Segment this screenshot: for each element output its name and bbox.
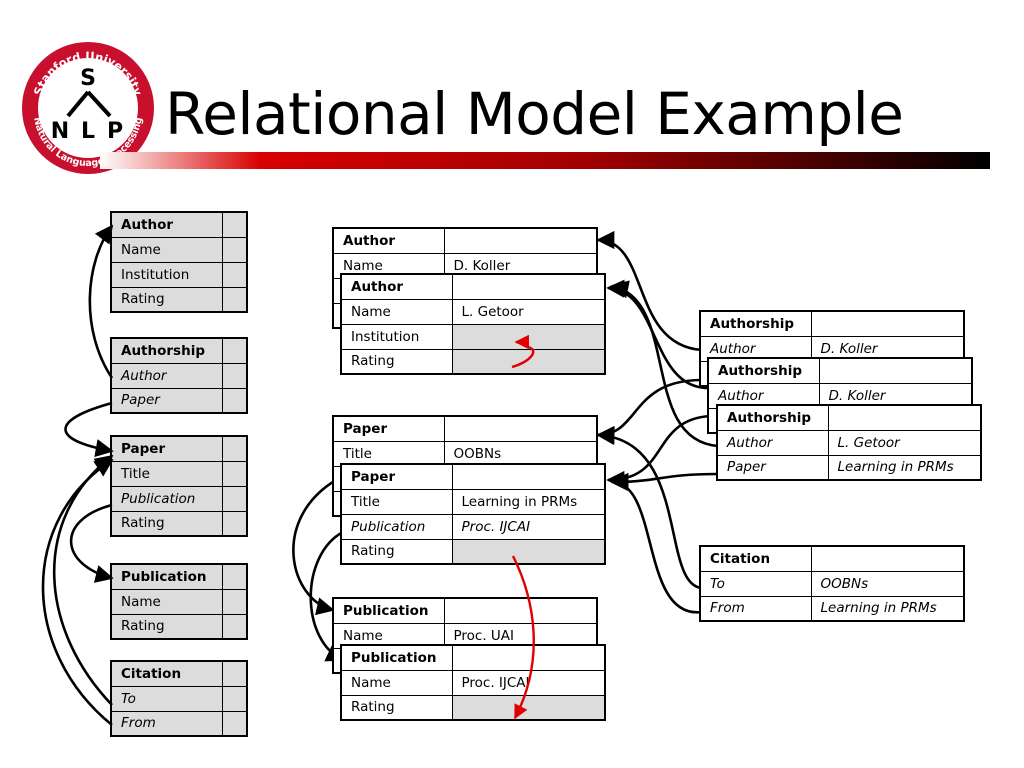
paper2-publication-key: Publication xyxy=(340,513,453,540)
author2-header: Author xyxy=(340,273,453,300)
paper2-publication-value: Proc. IJCAI xyxy=(451,513,606,540)
citation-to-key: To xyxy=(699,570,812,597)
citation-header: Citation xyxy=(699,545,812,572)
schema-author-rating: Rating xyxy=(110,286,223,313)
schema-author-header: Author xyxy=(110,211,223,238)
schema-link-paper xyxy=(64,401,114,458)
authorship3-author-key: Author xyxy=(716,429,829,456)
slide-title: Relational Model Example xyxy=(165,80,904,148)
paper2-rating-key: Rating xyxy=(340,538,453,565)
schema-publication-header: Publication xyxy=(110,563,223,590)
paper1-title-key: Title xyxy=(332,440,445,467)
schema-citation-from: From xyxy=(110,710,223,737)
schema-paper-title: Title xyxy=(110,460,223,487)
authorship1-header: Authorship xyxy=(699,310,812,337)
authorship3-author-value: L. Getoor xyxy=(827,429,982,456)
schema-author-institution: Institution xyxy=(110,261,223,288)
schema-publication-name: Name xyxy=(110,588,223,615)
schema-paper-table: Paper Title Publication Rating xyxy=(110,435,248,537)
citation-from-key: From xyxy=(699,595,812,622)
schema-link-publication xyxy=(69,503,114,583)
link-paper1-publication xyxy=(292,478,337,616)
logo-l: L xyxy=(81,119,95,144)
dependency-paper-publication xyxy=(511,555,535,720)
schema-link-citation-from xyxy=(41,458,114,727)
authorship3-paper-value: Learning in PRMs xyxy=(827,454,982,481)
schema-paper-header: Paper xyxy=(110,435,223,462)
pub2-header: Publication xyxy=(340,644,453,671)
schema-citation-table: Citation To From xyxy=(110,660,248,737)
author2-rating-key: Rating xyxy=(340,348,453,375)
authorship3-paper-key: Paper xyxy=(716,454,829,481)
pub2-rating-value xyxy=(451,694,606,721)
logo-s: S xyxy=(80,66,96,91)
authorship3-header: Authorship xyxy=(716,404,829,431)
schema-authorship-paper: Paper xyxy=(110,387,223,414)
pub2-rating-key: Rating xyxy=(340,694,453,721)
link-authorship3-author xyxy=(610,280,719,448)
schema-paper-rating: Rating xyxy=(110,510,223,537)
schema-authorship-table: Authorship Author Paper xyxy=(110,337,248,414)
title-bar xyxy=(100,152,990,169)
pub1-header: Publication xyxy=(332,597,445,624)
link-citation-from xyxy=(610,472,703,614)
logo-p: P xyxy=(107,119,123,144)
link-paper2-publication xyxy=(309,530,345,662)
stanford-nlp-logo: Stanford University Natural Language Pro… xyxy=(22,42,154,174)
schema-link-author xyxy=(88,224,114,379)
schema-author-table: Author Name Institution Rating xyxy=(110,211,248,313)
citation-from-value: Learning in PRMs xyxy=(810,595,965,622)
paper2-rating-value xyxy=(451,538,606,565)
schema-publication-rating: Rating xyxy=(110,613,223,640)
dependency-author-rating xyxy=(511,334,535,369)
link-authorship1-author xyxy=(596,230,703,352)
author1-header: Author xyxy=(332,227,445,254)
paper2-title-key: Title xyxy=(340,488,453,515)
author2-rating-value xyxy=(451,348,606,375)
link-citation-to xyxy=(596,426,703,590)
schema-authorship-author: Author xyxy=(110,362,223,389)
logo-n: N xyxy=(51,119,69,144)
schema-publication-table: Publication Name Rating xyxy=(110,563,248,640)
